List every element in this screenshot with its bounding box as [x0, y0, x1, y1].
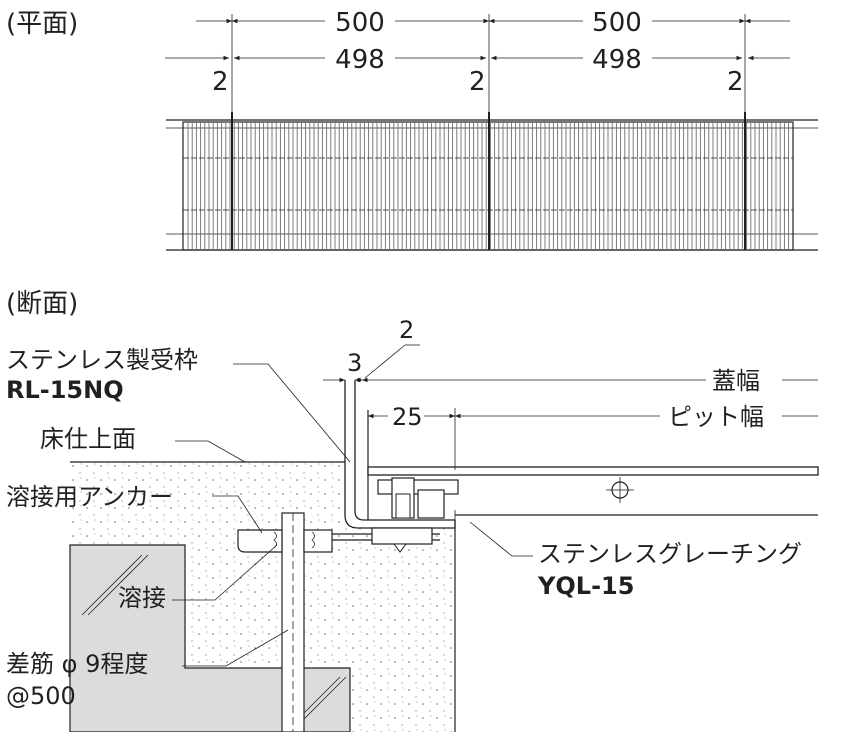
rebar-leader [182, 629, 289, 667]
dim-25-label: 25 [392, 403, 423, 431]
floor-leader [175, 440, 246, 463]
frame-code-label: RL-15NQ [6, 376, 124, 404]
bolt-tip [393, 543, 407, 553]
clamp-plate-bottom [371, 527, 433, 545]
grating-bar-section [367, 466, 819, 476]
block-hatch-2 [87, 554, 149, 616]
dim-2-label: 2 [399, 316, 414, 344]
dim-500-b: 500 [592, 8, 642, 38]
section-title: (断面) [6, 289, 78, 319]
weld-leader [172, 544, 278, 601]
dim-3-label: 3 [347, 349, 362, 377]
grating-code-label: YQL-15 [537, 572, 634, 600]
grating-name-label: ステンレスグレーチング [538, 540, 802, 568]
pit-width-label: ピット幅 [668, 403, 764, 431]
frame-name-label: ステンレス製受枠 [6, 346, 198, 374]
grating-bars [187, 122, 790, 250]
anchor-label: 溶接用アンカー [6, 483, 173, 511]
block-hatch-1 [81, 554, 143, 616]
gap-label-2: 2 [469, 67, 486, 97]
anchor-plate-right [303, 529, 333, 553]
gap-label-1: 2 [212, 67, 229, 97]
nut [417, 489, 445, 519]
dim-500-a: 500 [335, 8, 385, 38]
plan-title: (平面) [6, 9, 78, 39]
anchor-leader [212, 495, 263, 534]
weld-label: 溶接 [118, 584, 166, 612]
dim-498-a: 498 [335, 45, 385, 75]
weld-bead-right [311, 531, 315, 549]
gap-label-3: 2 [727, 67, 744, 97]
floor-label: 床仕上面 [40, 425, 136, 453]
frame-leader [233, 363, 351, 463]
dim-point [357, 378, 361, 382]
bolt-shank [395, 493, 411, 519]
dim-2-leader [364, 344, 406, 379]
grating-leader [469, 521, 533, 557]
lid-width-label: 蓋幅 [712, 367, 760, 395]
dim-498-b: 498 [592, 45, 642, 75]
rebar-label: 差筋 φ 9程度 [6, 650, 148, 678]
stainless-frame-profile [344, 380, 456, 529]
rebar-pitch-label: @500 [6, 682, 76, 710]
